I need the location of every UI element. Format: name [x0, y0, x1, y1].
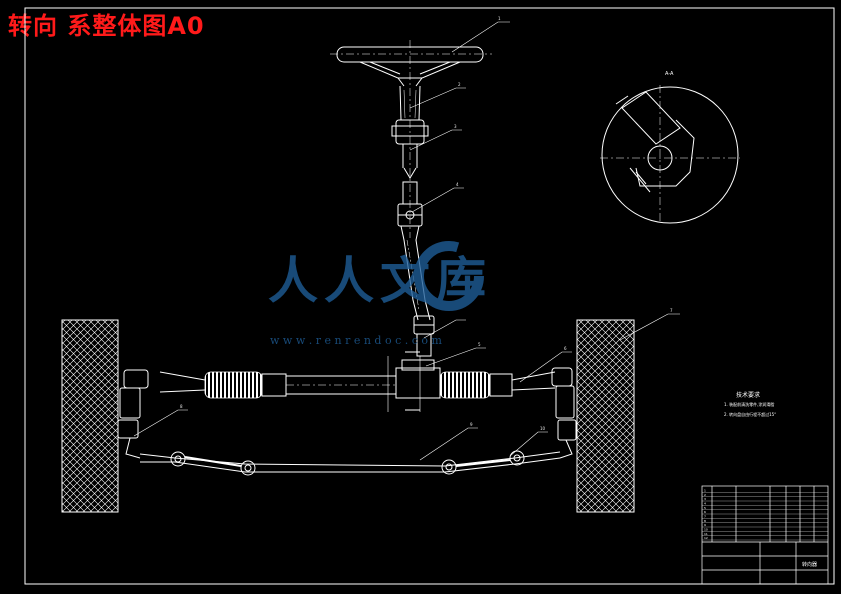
tech-requirements-heading: 技术要求: [736, 391, 760, 399]
title-block-row-number: 9: [704, 523, 706, 527]
right-bellows-boot: [439, 371, 491, 399]
watermark-url: w w w . r e n r e n d o c . c o m: [270, 334, 442, 347]
title-block-row-number: 1: [704, 489, 706, 493]
tech-requirement-line-1: 1. 装配前清洗零件,涂润滑脂: [724, 401, 774, 407]
right-steering-knuckle[interactable]: [551, 367, 577, 459]
svg-text:5: 5: [478, 342, 481, 347]
title-block-row-number: 6: [704, 510, 706, 514]
tech-requirement-line-2: 2. 转向盘自由行程不超过15°: [724, 411, 776, 417]
left-bellows-boot: [204, 371, 263, 399]
part-leader-lines: [133, 21, 680, 461]
left-steering-knuckle[interactable]: [117, 369, 149, 459]
section-detail-view[interactable]: [600, 85, 740, 224]
steering-column[interactable]: [391, 40, 429, 238]
technical-requirements: 技术要求 1. 装配前清洗零件,涂润滑脂 2. 转向盘自由行程不超过15°: [724, 391, 776, 417]
title-block-row-number: 12: [704, 536, 708, 540]
part-number-labels: 1 2 3 4 5 6 7 8 9 10: [180, 16, 673, 431]
title-block-row-number: 5: [704, 506, 706, 510]
title-block-row-number: 4: [704, 502, 706, 506]
section-label: A-A: [665, 71, 674, 77]
svg-text:7: 7: [670, 308, 673, 313]
drawing-border: [24, 7, 835, 585]
svg-text:6: 6: [564, 346, 567, 351]
title-block-row-number: 3: [704, 497, 706, 501]
watermark: 人人文库 w w w . r e n r e n d o c . c o m: [268, 241, 492, 347]
svg-text:8: 8: [180, 404, 183, 409]
title-block-row-number: 2: [704, 493, 706, 497]
title-block-drawing-name: 转向器: [802, 561, 817, 568]
drawing-title: 转向 系整体图A0: [8, 12, 205, 40]
svg-text:2: 2: [458, 82, 461, 87]
right-wheel[interactable]: [576, 319, 635, 513]
svg-text:4: 4: [456, 182, 459, 187]
svg-text:10: 10: [540, 426, 546, 431]
title-block-row-number: 10: [704, 528, 708, 532]
tie-rod-linkage[interactable]: [139, 450, 561, 476]
svg-text:9: 9: [470, 422, 473, 427]
svg-text:3: 3: [454, 124, 457, 129]
steering-wheel[interactable]: [330, 46, 492, 87]
title-block-row-number: 11: [704, 532, 708, 536]
title-block-row-number: 7: [704, 515, 706, 519]
watermark-logo-text: 人人文库: [268, 252, 492, 310]
svg-text:1: 1: [498, 16, 501, 21]
title-block-row-number: 8: [704, 519, 706, 523]
left-wheel[interactable]: [61, 319, 119, 513]
title-block[interactable]: [701, 485, 829, 585]
